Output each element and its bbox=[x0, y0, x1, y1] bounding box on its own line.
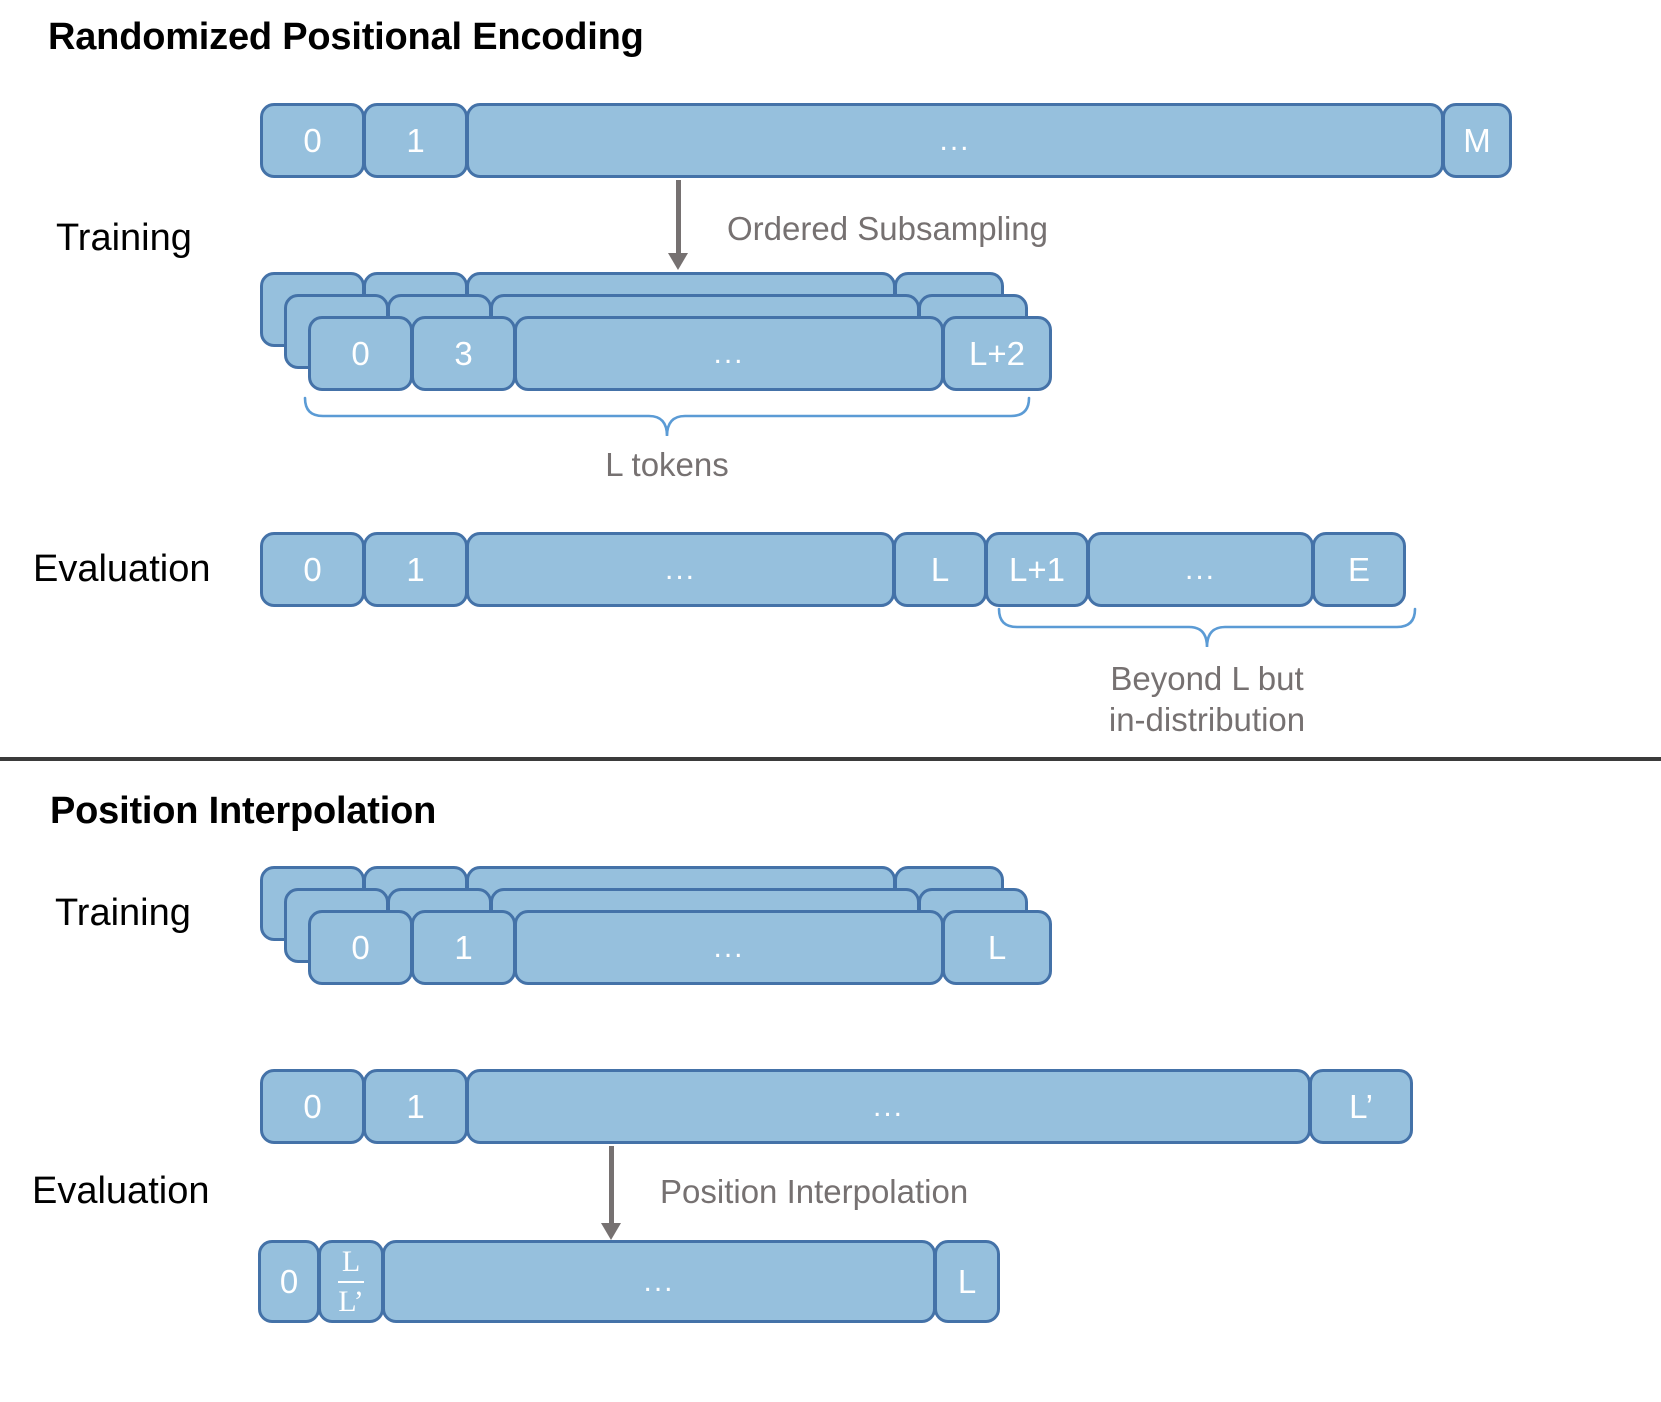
token-cell: 0 bbox=[260, 1069, 365, 1144]
stacked-row-front: 0 3 ... L+2 bbox=[308, 316, 1052, 391]
token-cell-ellipsis: ... bbox=[466, 103, 1444, 178]
evaluation-sequence-row: 0 1 ... L L+1 ... E bbox=[260, 532, 1406, 607]
stage-label-evaluation: Evaluation bbox=[33, 548, 211, 590]
training-sequence-stack: 0 1 ... L bbox=[260, 866, 1060, 986]
token-cell: 1 bbox=[411, 910, 516, 985]
token-cell: E bbox=[1312, 532, 1406, 607]
fraction-bar bbox=[338, 1280, 364, 1283]
token-cell-ellipsis: ... bbox=[382, 1240, 936, 1323]
token-cell: L bbox=[893, 532, 987, 607]
stage-label-evaluation: Evaluation bbox=[32, 1170, 210, 1212]
section-divider bbox=[0, 757, 1661, 761]
stage-label-training: Training bbox=[55, 892, 191, 934]
evaluation-sequence-row-bottom: 0 L L’ ... L bbox=[258, 1240, 1000, 1323]
token-cell: 1 bbox=[363, 1069, 468, 1144]
token-cell: 0 bbox=[308, 910, 413, 985]
training-sequence-stack: 0 3 ... L+2 bbox=[260, 272, 1060, 392]
token-cell: 3 bbox=[411, 316, 516, 391]
evaluation-sequence-row-top: 0 1 ... L’ bbox=[260, 1069, 1413, 1144]
token-cell: L bbox=[942, 910, 1052, 985]
token-cell-ellipsis: ... bbox=[466, 1069, 1311, 1144]
l-tokens-brace-label: L tokens bbox=[605, 446, 729, 483]
beyond-l-brace bbox=[996, 607, 1418, 649]
stacked-row-front: 0 1 ... L bbox=[308, 910, 1052, 985]
token-cell: 1 bbox=[363, 103, 468, 178]
stage-label-training: Training bbox=[56, 217, 192, 259]
token-cell: L’ bbox=[1309, 1069, 1413, 1144]
fraction-denominator: L’ bbox=[338, 1284, 364, 1318]
fraction: L L’ bbox=[335, 1246, 367, 1317]
ordered-subsampling-arrow-label: Ordered Subsampling bbox=[727, 210, 1049, 247]
l-tokens-brace bbox=[302, 396, 1032, 438]
token-cell-ellipsis: ... bbox=[514, 316, 944, 391]
token-cell: M bbox=[1442, 103, 1512, 178]
token-cell: 0 bbox=[260, 103, 365, 178]
section-title-randomized-positional-encoding: Randomized Positional Encoding bbox=[48, 16, 644, 58]
token-cell-fraction: L L’ bbox=[318, 1240, 384, 1323]
token-cell: 0 bbox=[308, 316, 413, 391]
token-cell: 1 bbox=[363, 532, 468, 607]
section-title-position-interpolation: Position Interpolation bbox=[50, 790, 437, 832]
full-sequence-row: 0 1 ... M bbox=[260, 103, 1512, 178]
token-cell: L+2 bbox=[942, 316, 1052, 391]
token-cell-ellipsis: ... bbox=[1087, 532, 1314, 607]
beyond-l-brace-label: Beyond L but in-distribution bbox=[1108, 660, 1306, 739]
token-cell: L bbox=[934, 1240, 1000, 1323]
position-interpolation-arrow-label: Position Interpolation bbox=[660, 1173, 969, 1210]
token-cell-ellipsis: ... bbox=[514, 910, 944, 985]
token-cell: L+1 bbox=[985, 532, 1089, 607]
token-cell-ellipsis: ... bbox=[466, 532, 895, 607]
token-cell: 0 bbox=[260, 532, 365, 607]
token-cell: 0 bbox=[258, 1240, 320, 1323]
fraction-numerator: L bbox=[341, 1245, 361, 1278]
